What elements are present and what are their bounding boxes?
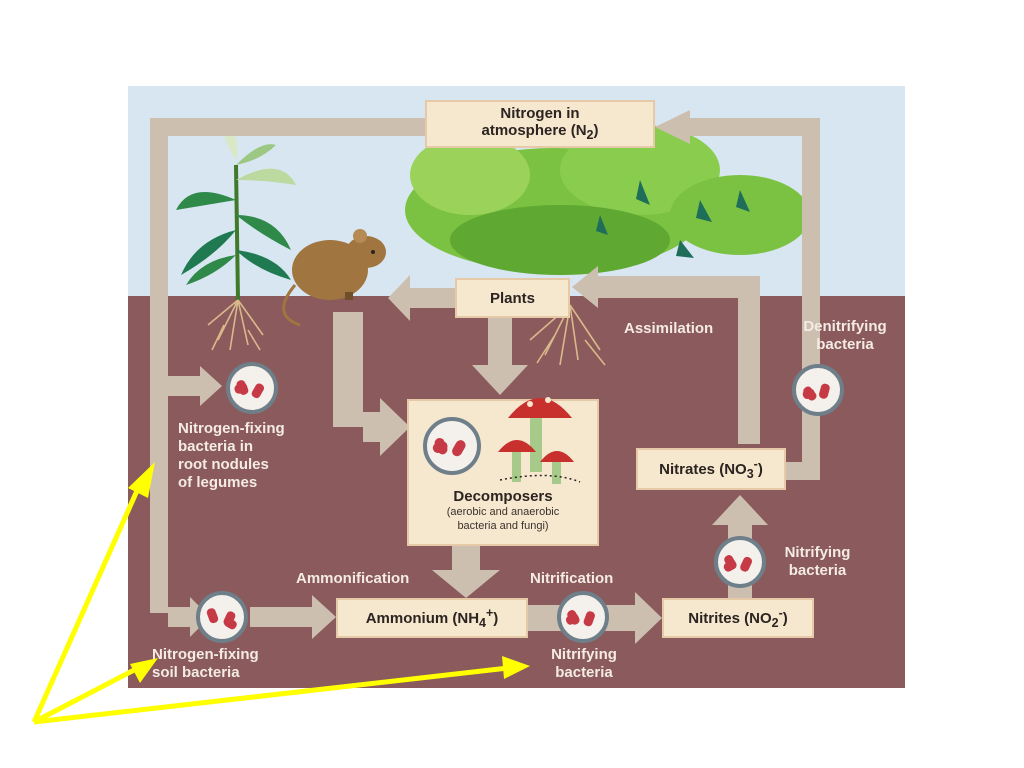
nitrifying-right-label: Nitrifying bacteria bbox=[784, 544, 851, 579]
ammonium-label: Ammonium (NH4+) bbox=[365, 606, 499, 630]
nitrogen-fixing-soil-label: Nitrogen-fixing soil bacteria bbox=[152, 646, 259, 681]
atmosphere-line1: Nitrogen in bbox=[500, 105, 580, 123]
mushroom-icon bbox=[498, 397, 581, 484]
nitrogen-fixing-legumes-label: Nitrogen-fixing bacteria in root nodules… bbox=[178, 420, 285, 491]
decomposers-detail-1: (aerobic and anaerobic bbox=[446, 506, 560, 518]
nitrites-label: Nitrites (NO2-) bbox=[688, 606, 788, 630]
denitrifying-label: Denitrifying bacteria bbox=[803, 318, 887, 353]
decomposers-text: Decomposers (aerobic and anaerobic bacte… bbox=[408, 488, 598, 534]
plants-label: Plants bbox=[489, 289, 535, 307]
nitrates-label: Nitrates (NO3-) bbox=[659, 457, 763, 481]
mouse-icon bbox=[282, 229, 386, 327]
atmosphere-line2: atmosphere (N2) bbox=[481, 122, 599, 143]
bacteria-icon bbox=[423, 417, 481, 475]
nitrites-box: Nitrites (NO2-) bbox=[662, 598, 814, 638]
bacteria-icon bbox=[196, 362, 844, 643]
nitrifying-bottom-label: Nitrifying bacteria bbox=[551, 646, 617, 681]
roots-icon bbox=[207, 299, 606, 366]
atmosphere-box: Nitrogen in atmosphere (N2) bbox=[425, 100, 655, 148]
annotation-arrows bbox=[31, 462, 530, 725]
nitrification-label: Nitrification bbox=[530, 570, 614, 587]
assimilation-label: Assimilation bbox=[624, 320, 714, 337]
plants-box: Plants bbox=[455, 278, 570, 318]
nitrates-box: Nitrates (NO3-) bbox=[636, 448, 786, 490]
plant-icon bbox=[176, 125, 296, 301]
decomposers-title: Decomposers bbox=[453, 488, 553, 505]
decomposers-detail-2: bacteria and fungi) bbox=[457, 519, 549, 532]
ammonification-label: Ammonification bbox=[296, 570, 410, 587]
ammonium-box: Ammonium (NH4+) bbox=[336, 598, 528, 638]
